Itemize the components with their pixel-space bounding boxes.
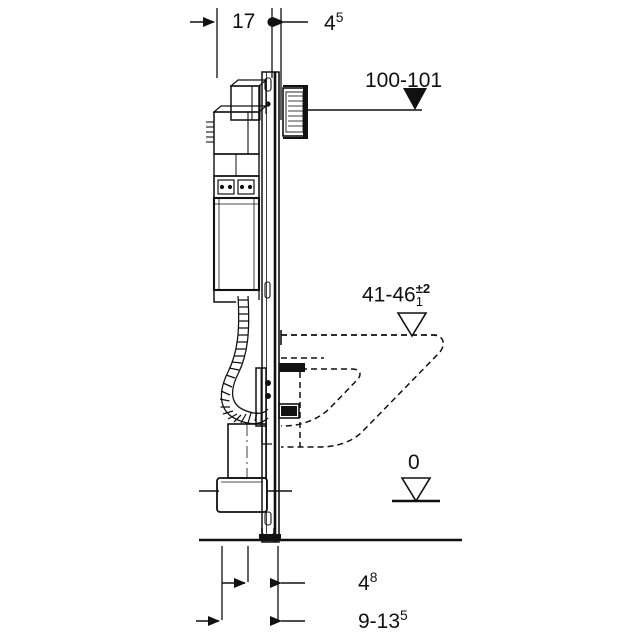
bottom-dimension-group bbox=[196, 546, 305, 626]
flush-actuator-unit bbox=[282, 85, 308, 139]
flexible-corrugated-hose bbox=[219, 295, 269, 425]
fill-valve-assembly bbox=[206, 79, 268, 199]
triangle-hollow-zero bbox=[400, 477, 432, 503]
triangle-filled-100-101 bbox=[403, 88, 427, 110]
dim-label-45: 45 bbox=[324, 9, 344, 35]
flush-pipe-connector bbox=[255, 363, 305, 445]
dim-label-9-135: 9-135 bbox=[358, 607, 408, 633]
finished-floor-line bbox=[199, 490, 462, 542]
vertical-support-rail bbox=[261, 71, 280, 543]
dim-label-48: 48 bbox=[358, 569, 378, 595]
elevation-label-100-101: 100-101 bbox=[365, 69, 443, 92]
floor-mounting-foot bbox=[216, 477, 268, 513]
concealed-cistern-tank bbox=[212, 196, 261, 303]
datum-line-41-46 bbox=[280, 330, 440, 345]
triangle-hollow-41-46 bbox=[396, 312, 428, 338]
dim-label-17: 17 bbox=[232, 10, 256, 33]
dot-dim-45 bbox=[267, 17, 277, 27]
wall-hung-wc-bowl-outline bbox=[281, 334, 445, 448]
lower-column bbox=[216, 423, 281, 540]
top-dimension-group bbox=[190, 8, 308, 120]
elevation-label-zero: 0 bbox=[408, 451, 420, 474]
